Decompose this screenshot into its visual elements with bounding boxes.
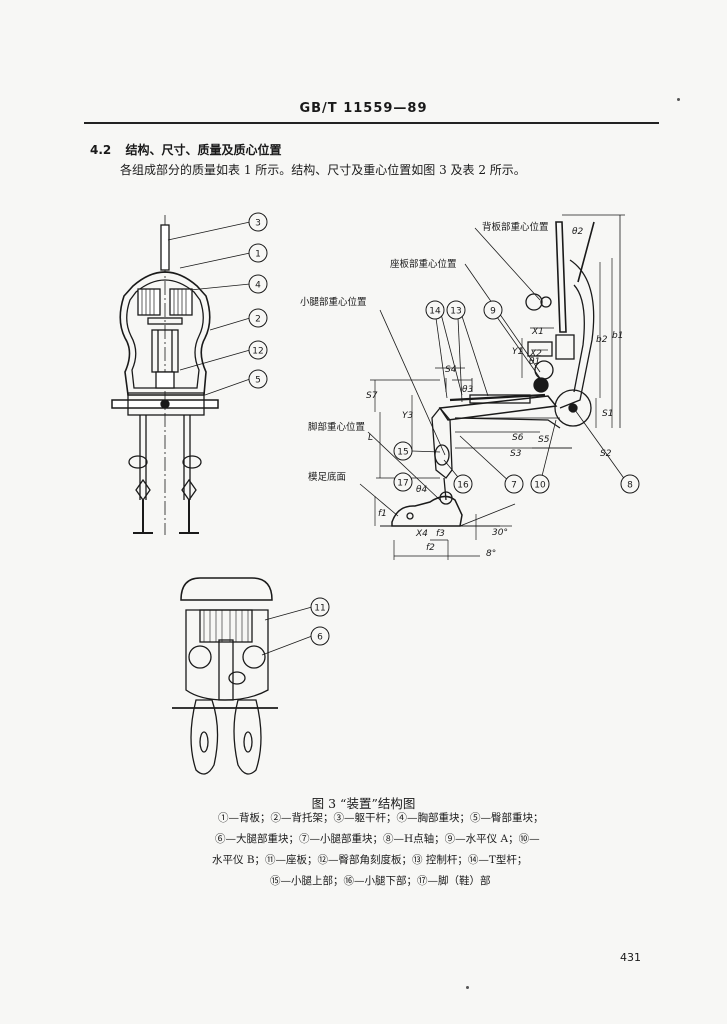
callout-number: 6 xyxy=(317,633,323,643)
callout-number: 10 xyxy=(534,481,546,491)
dimension-label: X1 xyxy=(531,327,544,337)
dimension-label: Y1 xyxy=(512,347,523,357)
legend-line-1: ①—背板；②—背托架；③—躯干杆；④—胸部重块；⑤—臀部重块； xyxy=(218,812,544,824)
callout-circle xyxy=(530,474,550,494)
callout-number: 15 xyxy=(397,448,408,458)
label-heel-floor: 模足底面 xyxy=(308,471,346,483)
dimension-label: S7 xyxy=(366,391,378,401)
callout-circle xyxy=(425,300,445,320)
dimension-label: X2 xyxy=(529,349,542,359)
front-view: 3 1 4 2 12 5 xyxy=(111,212,268,535)
callout-number: 5 xyxy=(255,376,261,386)
callout-number: 8 xyxy=(627,481,633,491)
callout-circle xyxy=(248,212,268,232)
callout-circle xyxy=(504,474,524,494)
dimension-label: L xyxy=(368,433,373,443)
dimension-label: S3 xyxy=(510,449,522,459)
callout-number: 2 xyxy=(255,315,261,325)
dimension-label: b1 xyxy=(612,331,623,341)
dimension-label: 8° xyxy=(486,549,496,559)
callout-number: 16 xyxy=(457,481,469,491)
figure-caption: 图 3 “装置”结构图 xyxy=(311,796,416,811)
dimension-label: θ2 xyxy=(572,227,584,237)
callout-circle xyxy=(310,626,330,646)
dimension-label: f1 xyxy=(378,509,387,519)
legend-line-2: ⑥—大腿部重块；⑦—小腿部重块；⑧—H点轴；⑨—水平仪 A；⑩— xyxy=(215,833,540,845)
callout-circle xyxy=(393,441,413,461)
dimension-label: f3 xyxy=(436,529,445,539)
page-number: 431 xyxy=(620,951,641,964)
dimension-label: f2 xyxy=(426,543,435,553)
label-seat-cg: 座板部重心位置 xyxy=(390,258,457,270)
callout-number: 12 xyxy=(252,347,263,357)
callout-number: 7 xyxy=(511,481,517,491)
section-number: 4.2 xyxy=(90,143,112,157)
dimension-label: S4 xyxy=(445,365,457,375)
label-foot-cg: 脚部重心位置 xyxy=(308,421,365,433)
dimension-label: Y3 xyxy=(402,411,413,421)
legend-line-4: ⑮—小腿上部；⑯—小腿下部；⑰—脚（鞋）部 xyxy=(270,875,491,887)
scan-speck xyxy=(677,98,680,101)
label-back-cg: 背板部重心位置 xyxy=(482,221,549,233)
section-paragraph: 各组成部分的质量如表 1 所示。结构、尺寸及重心位置如图 3 及表 2 所示。 xyxy=(120,163,526,177)
header-rule xyxy=(84,122,659,124)
dimension-label: θ3 xyxy=(462,385,474,395)
section-title: 结构、尺寸、质量及质心位置 xyxy=(125,143,282,157)
callout-number: 14 xyxy=(429,307,441,317)
page-header: GB/T 11559—89 xyxy=(299,101,428,116)
dimension-label: S2 xyxy=(600,449,612,459)
dimension-label: θ1 xyxy=(529,357,540,367)
label-shank-cg: 小腿部重心位置 xyxy=(300,296,367,308)
callout-circle xyxy=(453,474,473,494)
callout-number: 1 xyxy=(255,250,261,260)
callout-circle xyxy=(248,274,268,294)
dimension-label: θ4 xyxy=(416,485,428,495)
top-view: 11 6 xyxy=(172,577,330,775)
dimension-label: X4 xyxy=(415,529,428,539)
callout-number: 11 xyxy=(314,604,325,614)
dimension-label: S6 xyxy=(512,433,524,443)
dimension-label: b2 xyxy=(596,335,608,345)
callout-circle xyxy=(248,369,268,389)
callout-circle xyxy=(483,300,503,320)
callout-circle xyxy=(248,308,268,328)
callout-number: 17 xyxy=(397,479,408,489)
section-heading: 4.2 结构、尺寸、质量及质心位置 xyxy=(90,141,281,158)
scan-speck xyxy=(466,986,469,989)
dimension-label: S5 xyxy=(538,435,550,445)
dimension-label: S1 xyxy=(602,409,613,419)
callout-number: 4 xyxy=(255,281,261,291)
callout-number: 9 xyxy=(490,307,496,317)
callout-circle xyxy=(248,243,268,263)
legend-line-3: 水平仪 B；⑪—座板；⑫—臀部角刻度板；⑬ 控制杆；⑭—T型杆； xyxy=(212,854,528,866)
callout-circle xyxy=(446,300,466,320)
callout-number: 3 xyxy=(255,219,261,229)
callout-number: 13 xyxy=(450,307,461,317)
callout-circle xyxy=(393,472,413,492)
callout-circle xyxy=(620,474,640,494)
callout-circle xyxy=(248,340,268,360)
dimension-label: 30° xyxy=(492,528,508,538)
callout-circle xyxy=(310,597,330,617)
